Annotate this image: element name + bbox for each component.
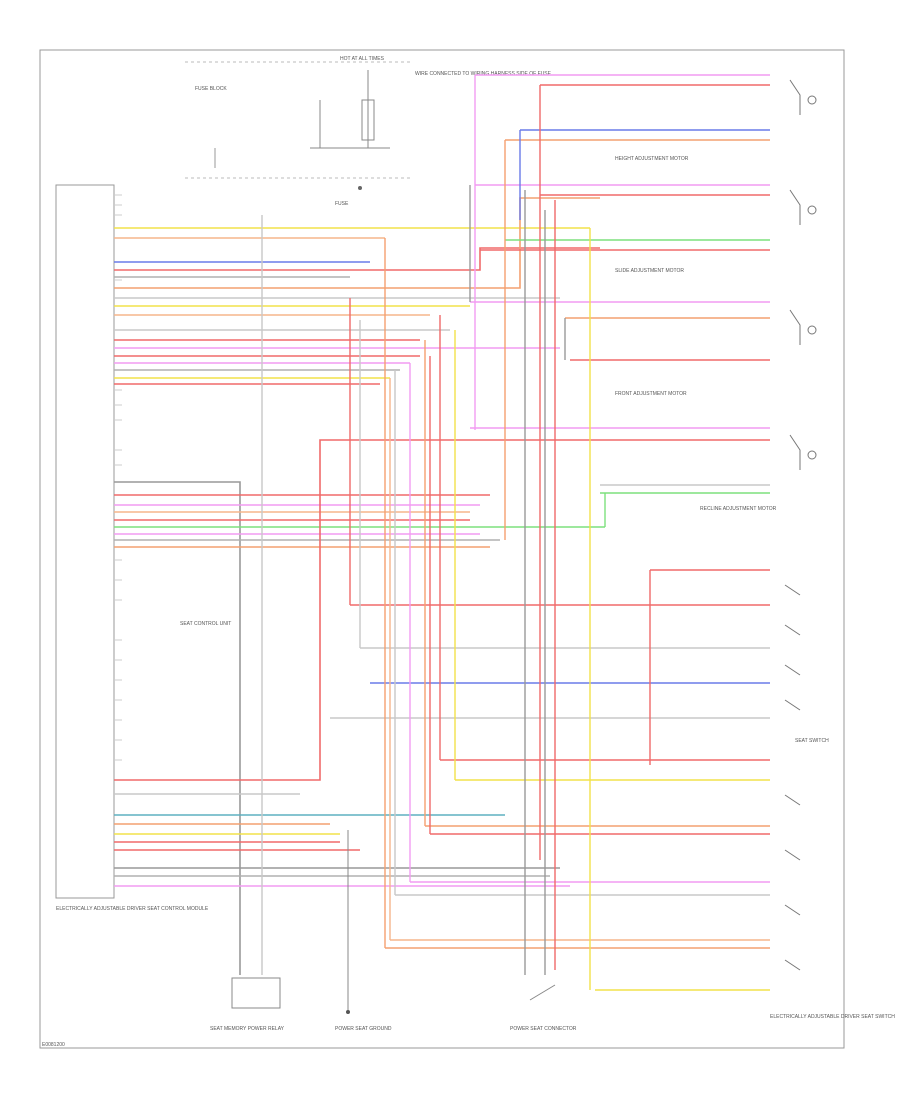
module-label: ELECTRICALLY ADJUSTABLE DRIVER SEAT CONT… [56,906,209,912]
seat-switch-label: SEAT SWITCH [795,738,829,744]
switch-symbols [784,79,817,971]
note-top: WIRE CONNECTED TO WIRING HARNESS SIDE OF… [415,71,552,77]
module-pins [114,194,122,761]
top-bar-label: HOT AT ALL TIMES [340,56,385,62]
footer-code: E0081200 [42,1042,65,1048]
control-module-box [55,184,115,899]
bottom-left-label: SEAT MEMORY POWER RELAY [210,1026,285,1032]
right-group-2: SLIDE ADJUSTMENT MOTOR [615,268,684,274]
fuse-label: FUSE [335,201,349,207]
vertical-trunks [261,75,651,990]
diagram-frame [39,49,845,1049]
right-feeds [330,74,770,991]
right-bottom-label: ELECTRICALLY ADJUSTABLE DRIVER SEAT SWIT… [770,1014,895,1020]
wires [114,197,770,975]
fuse-block-label: FUSE BLOCK [195,86,227,92]
bottom-right-label: POWER SEAT CONNECTOR [510,1026,577,1032]
bottom-mid-label: POWER SEAT GROUND [335,1026,392,1032]
right-group-3: FRONT ADJUSTMENT MOTOR [615,391,687,397]
seat-memory-relay [231,977,281,1009]
side-label: SEAT CONTROL UNIT [180,621,231,627]
right-group-1: HEIGHT ADJUSTMENT MOTOR [615,156,689,162]
right-group-4: RECLINE ADJUSTMENT MOTOR [700,506,777,512]
